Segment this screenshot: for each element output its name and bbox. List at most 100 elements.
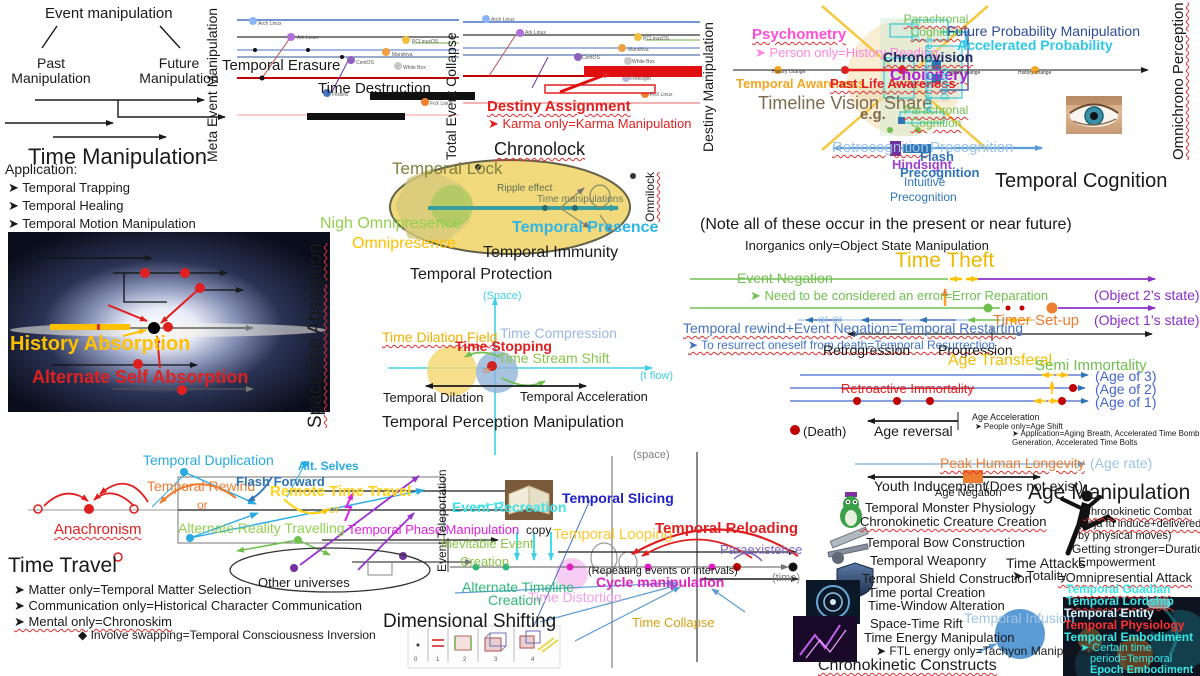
age-of-2: (Age of 2) bbox=[1095, 381, 1157, 397]
time-stopping: Time Stopping bbox=[455, 338, 552, 354]
death-label: (Death) bbox=[803, 424, 847, 439]
flash-precognition-word: Precognition bbox=[900, 165, 980, 180]
chronokinetic-images bbox=[793, 492, 1045, 662]
time-distortion: Time Distortion bbox=[528, 589, 622, 605]
omnichrono-perception: Omnichrono Perception bbox=[1170, 2, 1187, 160]
distro-centos-2: CentOS bbox=[582, 55, 600, 61]
temporal-duplication: Temporal Duplication bbox=[143, 452, 274, 468]
tt-item-2: ➤ Communication only=Historical Characte… bbox=[14, 598, 362, 613]
alternate-reality-travelling: Alternate Reality Travelling bbox=[178, 520, 345, 536]
time-destruction: Time Destruction bbox=[318, 80, 431, 97]
temporal-perception-manipulation: Temporal Perception Manipulation bbox=[382, 414, 624, 431]
temporal-shield-construction: Temporal Shield Construction bbox=[862, 571, 1032, 586]
application-item-2: ➤ Temporal Healing bbox=[8, 198, 124, 213]
eye-image bbox=[1066, 96, 1122, 134]
temporal-presence: Temporal Presence bbox=[512, 219, 659, 236]
temporal-looping: Temporal Looping bbox=[553, 526, 673, 543]
flash-forward: Flash Forward bbox=[236, 474, 325, 489]
past-life-awareness: Past Life Awareness bbox=[830, 76, 956, 91]
timer-setup: Timer Set-up bbox=[993, 312, 1080, 329]
chronokinetic-constructs-title: Chronokinetic Constructs bbox=[818, 657, 997, 674]
temporal-bow-construction: Temporal Bow Construction bbox=[866, 535, 1025, 550]
dim-2: 2 bbox=[463, 657, 467, 663]
martial-artist-silhouette bbox=[1060, 490, 1116, 556]
time-compression: Time Compression bbox=[500, 325, 617, 341]
temporal-infusion: Temporal Infusion bbox=[964, 610, 1075, 626]
dim-4: 4 bbox=[531, 657, 535, 663]
by-physical-moves: by physical moves) bbox=[1078, 530, 1172, 542]
other-universes: Other universes bbox=[258, 575, 350, 590]
event-manipulation-tree bbox=[5, 25, 226, 140]
dim-3: 3 bbox=[494, 657, 498, 663]
inevitable-creation: Creation bbox=[460, 554, 510, 569]
epoch-embodiment: Epoch Embodiment bbox=[1090, 664, 1194, 676]
semi-immortality: Semi Immortality bbox=[1035, 357, 1147, 374]
retrocognition: Retrocognition bbox=[832, 139, 929, 156]
totality-label: ➤ Totality bbox=[1012, 568, 1067, 583]
temporal-lock-title: Temporal Lock bbox=[392, 159, 503, 178]
temporal-guardian: Temporal Guadian bbox=[1066, 582, 1171, 596]
object1-state: (Object 1’s state) bbox=[1094, 312, 1200, 328]
eg-label: e.g. bbox=[860, 106, 886, 123]
destiny-manipulation: Destiny Manipulation bbox=[700, 22, 716, 152]
temporal-entity: Temporal Entity bbox=[1064, 606, 1154, 620]
object2-state: (Object 2’s state) bbox=[1094, 287, 1200, 303]
parachronal-cognition-top: Parachronal Cognition bbox=[903, 12, 969, 39]
time-stream-shift: Time Stream Shift bbox=[498, 350, 610, 366]
cycle-manipulation: Cycle manipulation bbox=[596, 574, 725, 590]
temporal-physiology: Temporal Physiology bbox=[1064, 618, 1185, 632]
time-energy-manipulation: Time Energy Manipulation bbox=[864, 630, 1015, 645]
paraexistence: Paraexistence bbox=[720, 542, 803, 557]
black-hole-image bbox=[8, 232, 330, 412]
distro-fox-1: FoX Linux bbox=[430, 101, 453, 107]
past-manipulation: Past Manipulation bbox=[11, 55, 91, 86]
age-of-3: (Age of 3) bbox=[1095, 368, 1157, 384]
empowerment: Empowerment bbox=[1078, 555, 1156, 569]
deja-fu-line: (deja fu induce+delivered bbox=[1078, 518, 1200, 530]
temporal-protection: Temporal Protection bbox=[410, 266, 553, 283]
alternate-timeline: Alternate Timeline bbox=[462, 579, 575, 595]
event-negation: Event Negation bbox=[737, 270, 833, 286]
ripple-effect: Ripple effect bbox=[497, 183, 553, 194]
alternate-self-absorption: Alternate Self Absorption bbox=[32, 367, 249, 387]
age-of-1: (Age of 1) bbox=[1095, 394, 1157, 410]
intuitive-precognition-word: Precognition bbox=[890, 190, 957, 204]
certain-time: ➤ Certain time bbox=[1080, 642, 1152, 654]
inorganics-note: Inorganics only=Object State Manipulatio… bbox=[745, 238, 989, 253]
accelerated-probability: Accelerated Probability bbox=[957, 37, 1113, 53]
time-attacks: Time Attacks bbox=[1006, 555, 1086, 571]
note-present: (Note all of these occur in the present … bbox=[700, 216, 1072, 233]
space-axis2: (space) bbox=[633, 449, 670, 461]
temporal-immunity: Temporal Immunity bbox=[483, 244, 619, 261]
omnilock: Omnilock bbox=[643, 171, 657, 222]
tt-item-4: ◆ Involve swapping=Temporal Consciousnes… bbox=[78, 628, 376, 642]
history-absorption: History Absorption bbox=[10, 333, 191, 355]
does-not-exist: (Does not exist) bbox=[985, 478, 1084, 494]
time-collapse: Time Collapse bbox=[632, 615, 715, 630]
future-probability-manipulation: Future Probability Manipulation bbox=[947, 23, 1140, 39]
dimensional-shifting-panel bbox=[407, 625, 561, 669]
chronokinetic-combat: Chronokinetic Combat bbox=[1083, 506, 1192, 518]
destiny-assignment: Destiny Assignment bbox=[487, 98, 631, 115]
or-small: or bbox=[483, 365, 492, 375]
temporal-phase-manipulation: Temporal Phase Manipulation bbox=[348, 522, 520, 537]
tt-item-1: ➤ Matter only=Temporal Matter Selection bbox=[14, 582, 252, 597]
temporal-lock-graphic bbox=[389, 159, 636, 255]
total-event-collapse: Total Event Collapse bbox=[443, 32, 459, 160]
cosmic-image bbox=[1063, 597, 1200, 676]
time-theft-title: Time Theft bbox=[895, 249, 995, 272]
period-temporal: period=Temporal bbox=[1090, 653, 1173, 665]
history-change-2: History change bbox=[947, 70, 981, 76]
time-manipulations: Time manipulations bbox=[537, 194, 624, 205]
distro-mandriva-2: Mandriva bbox=[628, 47, 649, 53]
distro-centos-1: CentOS bbox=[356, 60, 374, 66]
alternate-timeline-creation: Creation bbox=[488, 592, 541, 608]
timeline-vision-share: Timeline Vision Share bbox=[758, 93, 933, 113]
distro-whitebox-2: White Box bbox=[632, 59, 655, 65]
cycle-manipulation-graphic bbox=[447, 452, 799, 668]
alternate-futures: Alternate futures bbox=[924, 38, 935, 112]
event-manipulation-title: Event manipulation bbox=[45, 5, 173, 22]
karma-note: ➤ Karma only=Karma Manipulation bbox=[488, 116, 692, 131]
